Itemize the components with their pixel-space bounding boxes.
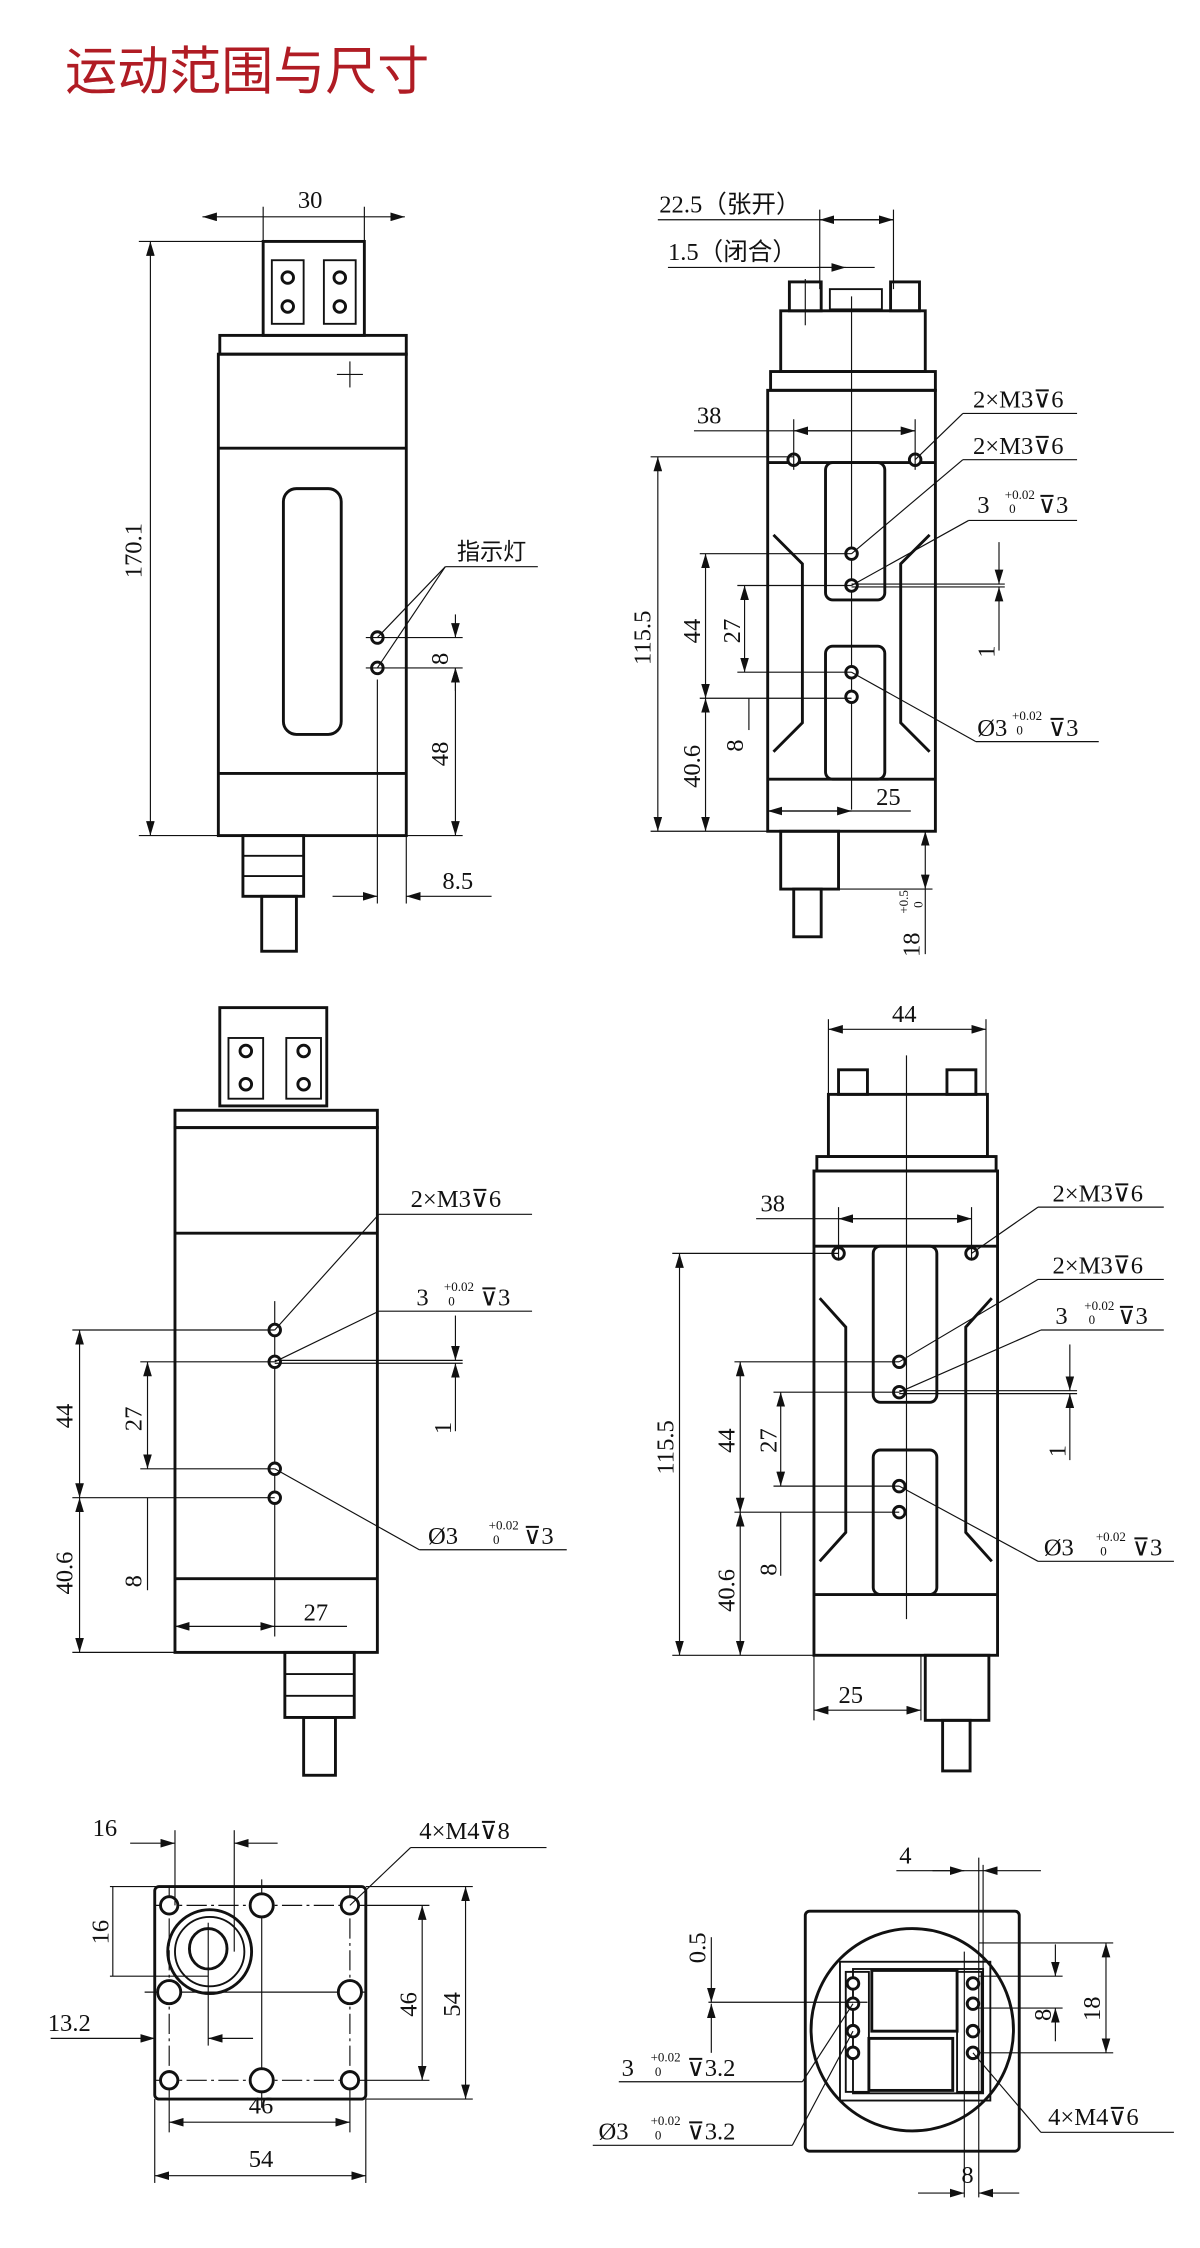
- tolerance-lower: 0: [448, 1293, 455, 1308]
- bottom-view: 16 16 13.2 4×M4⊽8 46 54 46 54: [48, 1815, 547, 2183]
- tolerance-lower: 0: [655, 2064, 662, 2079]
- dowel-label: Ø3: [599, 2119, 629, 2146]
- front-view: 22.5（张开） 1.5（闭合） 38 2×M3⊽6 2×M3⊽6 3 +0.0…: [630, 191, 1099, 957]
- tolerance-upper: +0.02: [651, 2113, 681, 2128]
- dim-closed-stroke: 1.5（闭合）: [668, 238, 797, 266]
- dim-54-horizontal: 54: [249, 2146, 274, 2173]
- tolerance-upper: +0.02: [1096, 1529, 1126, 1544]
- tolerance-lower: 0: [1016, 722, 1023, 737]
- dim-44: 44: [679, 619, 706, 644]
- dim-cable: 18: [898, 932, 925, 957]
- tolerance-upper: +0.02: [651, 2050, 681, 2065]
- dim-44: 44: [51, 1404, 78, 1429]
- dim-8-horizontal: 8: [961, 2162, 973, 2189]
- dim-40-6: 40.6: [713, 1569, 740, 1612]
- rear-view: 44 38 2×M3⊽6 2×M3⊽6 3 +0.02 0 ⊽3 Ø3 +0.0…: [653, 1001, 1174, 1773]
- dim-18: 18: [1079, 1996, 1106, 2021]
- dim-27: 27: [755, 1428, 782, 1453]
- dim-54-vertical: 54: [439, 1992, 466, 2017]
- tolerance-upper: +0.02: [1012, 708, 1042, 723]
- tolerance-lower: 0: [655, 2128, 662, 2143]
- dim-1: 1: [1045, 1445, 1072, 1457]
- dim-46-vertical: 46: [395, 1992, 422, 2017]
- pin-hole-label: 3: [416, 1284, 428, 1311]
- dim-4: 4: [899, 1842, 911, 1869]
- back-view: 2×M3⊽6 3 +0.02 0 ⊽3 Ø3 +0.02 0 ⊽3 1 44 4…: [51, 1006, 567, 1777]
- dim-27-bottom: 27: [304, 1600, 329, 1627]
- dim-8: 8: [722, 739, 749, 751]
- dowel-depth: ⊽3: [523, 1523, 553, 1550]
- tolerance-lower: 0: [1009, 501, 1016, 516]
- tolerance-lower: 0: [1100, 1544, 1107, 1559]
- pin-hole-label: 3: [977, 492, 989, 519]
- dim-8: 8: [121, 1575, 148, 1587]
- dim-width: 30: [298, 187, 323, 214]
- dim-46-horizontal: 46: [249, 2093, 274, 2120]
- dim-27: 27: [719, 619, 746, 644]
- dim-1: 1: [430, 1422, 457, 1434]
- tolerance-lower: 0: [1089, 1312, 1096, 1327]
- thread-label: 4×M4⊽8: [419, 1818, 510, 1845]
- dim-led-spacing: 8: [427, 653, 454, 665]
- indicator-label: 指示灯: [457, 539, 526, 565]
- dim-25: 25: [839, 1682, 864, 1709]
- pin-depth: ⊽3: [1118, 1303, 1148, 1330]
- tolerance-upper: +0.02: [444, 1279, 474, 1294]
- tolerance-upper: +0.02: [1084, 1298, 1114, 1313]
- tolerance-upper: +0.5: [896, 890, 911, 914]
- dim-height: 115.5: [653, 1420, 680, 1474]
- dim-open-stroke: 22.5（张开）: [659, 191, 800, 219]
- dim-0-5: 0.5: [685, 1933, 712, 1964]
- dim-13-2: 13.2: [48, 2010, 91, 2037]
- dim-1: 1: [974, 645, 1001, 657]
- dowel-depth: ⊽3: [1048, 715, 1078, 742]
- dim-head-width: 44: [892, 1001, 917, 1028]
- page-title: 运动范围与尺寸: [65, 43, 429, 103]
- m3-thread-label: 2×M3⊽6: [973, 433, 1064, 460]
- dim-40-6: 40.6: [679, 745, 706, 788]
- dowel-depth: ⊽3.2: [687, 2119, 736, 2146]
- dim-led-offset: 8.5: [442, 868, 473, 895]
- tolerance-lower: 0: [910, 901, 925, 908]
- dowel-label: Ø3: [1044, 1535, 1074, 1562]
- dowel-label: Ø3: [428, 1523, 458, 1550]
- dim-hole-spacing: 38: [760, 1190, 785, 1217]
- pin-depth: ⊽3: [1038, 492, 1068, 519]
- tolerance-lower: 0: [493, 1532, 500, 1547]
- pin-depth: ⊽3: [480, 1284, 510, 1311]
- dim-hole-spacing: 38: [697, 403, 722, 430]
- dim-height: 115.5: [630, 611, 657, 665]
- tolerance-upper: +0.02: [1005, 487, 1035, 502]
- dim-16-y: 16: [87, 1920, 114, 1945]
- dim-27: 27: [121, 1407, 148, 1432]
- dim-height: 170.1: [121, 523, 148, 578]
- dim-8-vertical: 8: [1030, 2009, 1057, 2021]
- m3-thread-label: 2×M3⊽6: [973, 387, 1064, 414]
- pin-hole-label: 3: [622, 2055, 634, 2082]
- dim-16-x: 16: [93, 1815, 118, 1842]
- dim-led-height: 48: [427, 742, 454, 767]
- dowel-depth: ⊽3: [1132, 1535, 1162, 1562]
- tolerance-upper: +0.02: [489, 1518, 519, 1533]
- m3-thread-label: 2×M3⊽6: [1052, 1180, 1143, 1207]
- dim-44: 44: [713, 1428, 740, 1453]
- thread-label: 4×M4⊽6: [1048, 2104, 1139, 2131]
- top-view: 4 0.5 8 18 3 +0.02 0 ⊽3.2 Ø3 +0.02 0 ⊽3.…: [592, 1842, 1174, 2198]
- m3-thread-label: 2×M3⊽6: [1052, 1253, 1143, 1280]
- side-view: 30 170.1 指示灯 8 48 8.5: [121, 187, 538, 953]
- dim-40-6: 40.6: [51, 1552, 78, 1595]
- pin-depth: ⊽3.2: [687, 2055, 736, 2082]
- dim-8: 8: [755, 1563, 782, 1575]
- pin-hole-label: 3: [1055, 1303, 1067, 1330]
- dim-25: 25: [876, 784, 901, 811]
- m3-thread-label: 2×M3⊽6: [411, 1186, 502, 1213]
- dowel-label: Ø3: [977, 715, 1007, 742]
